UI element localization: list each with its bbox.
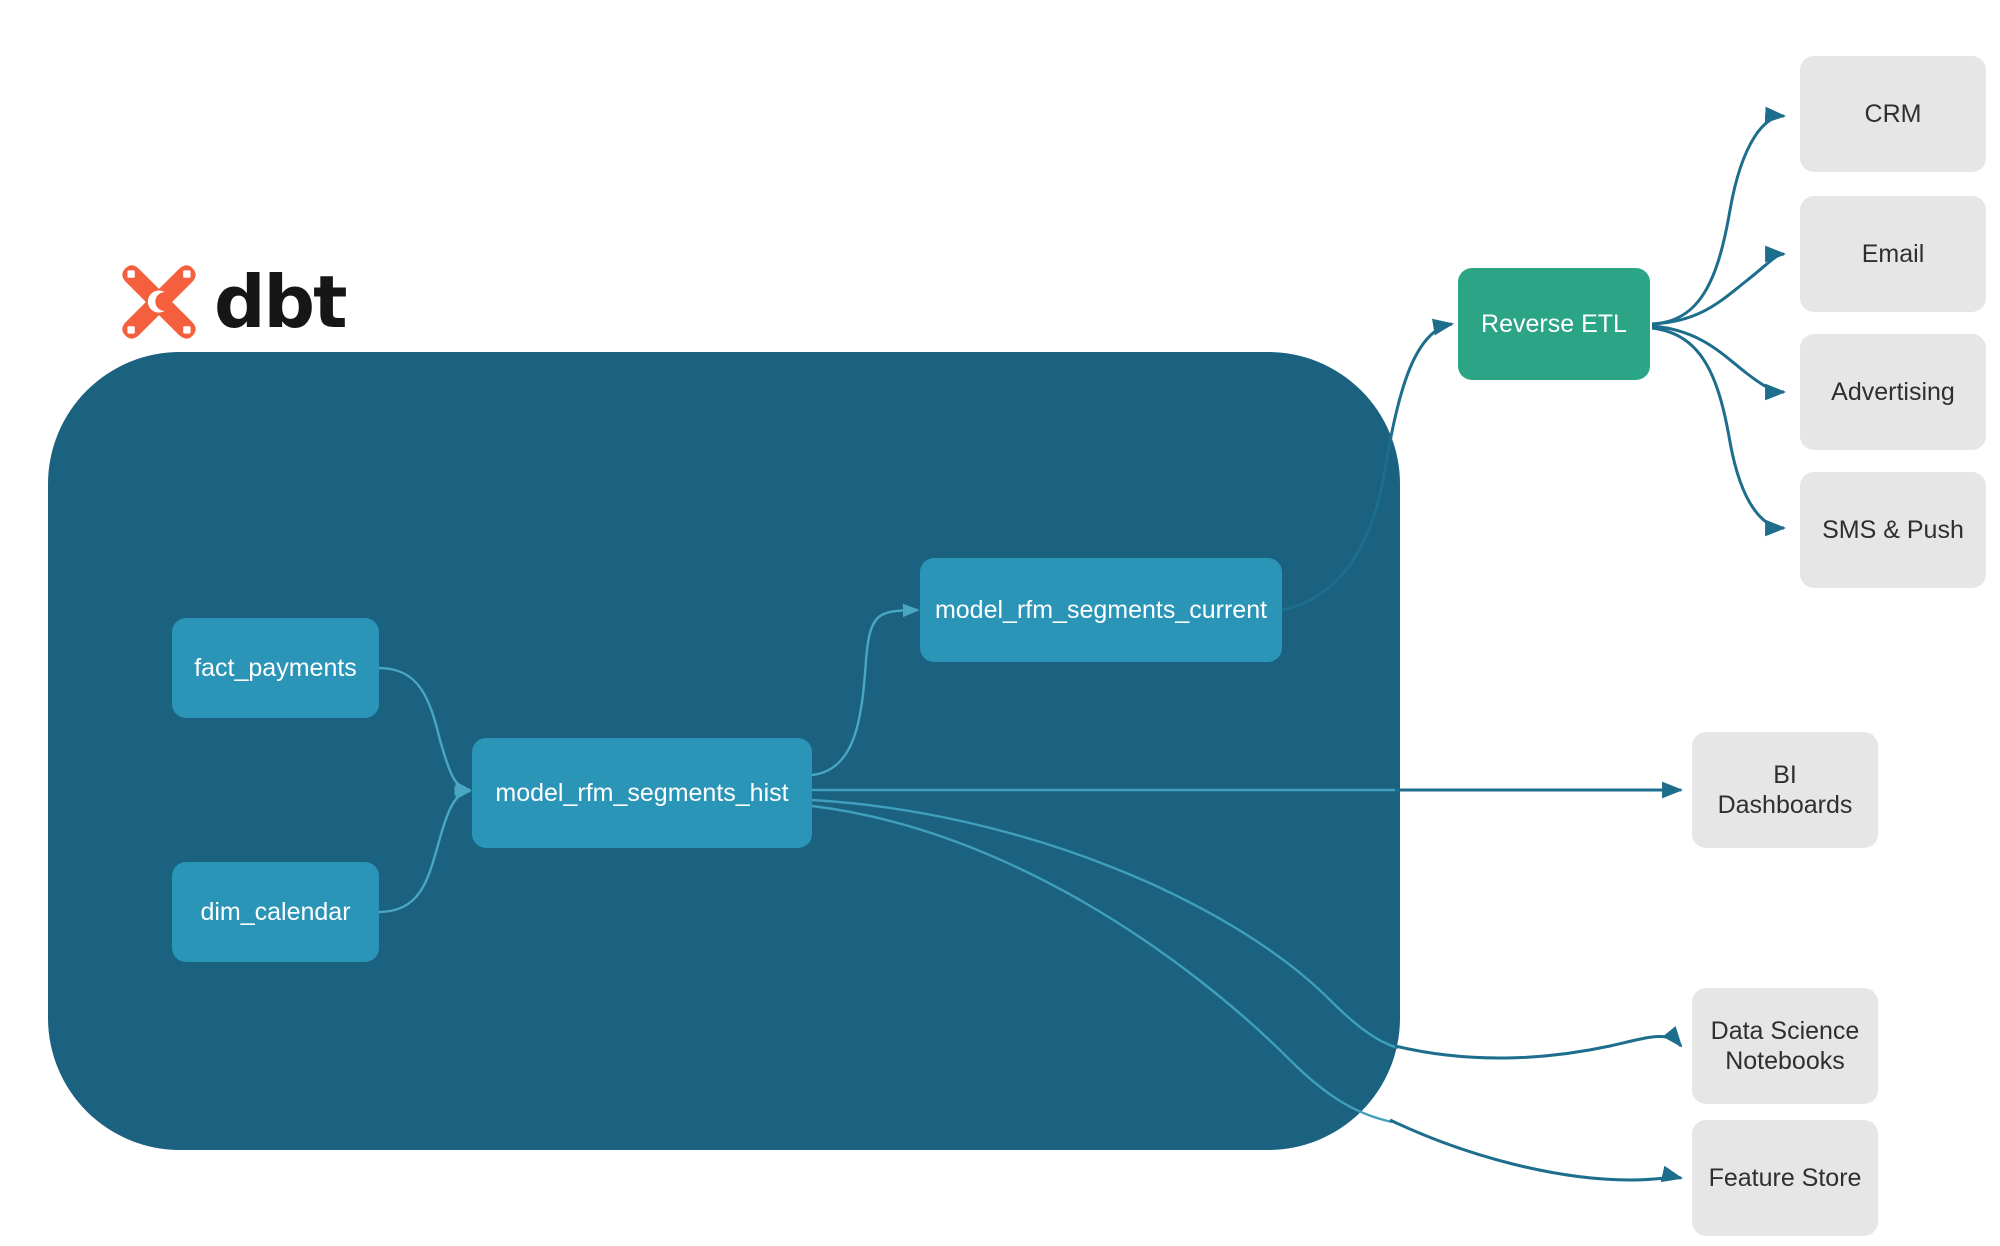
target-node-data-science-notebooks[interactable]: Data Science Notebooks: [1692, 988, 1878, 1104]
reverse-etl-node[interactable]: Reverse ETL: [1458, 268, 1650, 380]
model-node-fact-payments[interactable]: fact_payments: [172, 618, 379, 718]
edge-reverse-etl-to-advertising: [1651, 324, 1787, 401]
target-node-sms-push[interactable]: SMS & Push: [1800, 472, 1986, 588]
model-label: fact_payments: [194, 653, 357, 682]
target-label: Feature Store: [1708, 1163, 1862, 1192]
model-label: dim_calendar: [200, 897, 351, 926]
edge-reverse-etl-to-sms-push: [1651, 326, 1787, 537]
target-node-crm[interactable]: CRM: [1800, 56, 1986, 172]
target-label: Data Science Notebooks: [1711, 1016, 1860, 1077]
edge-reverse-etl-to-crm: [1651, 106, 1787, 326]
target-node-email[interactable]: Email: [1800, 196, 1986, 312]
edge-reverse-etl-to-email: [1651, 245, 1787, 326]
dbt-x-mark-icon: [122, 265, 196, 339]
reverse-etl-label: Reverse ETL: [1481, 309, 1627, 338]
dbt-wordmark: dbt: [214, 260, 347, 344]
model-label: model_rfm_segments_current: [934, 595, 1268, 624]
edge-hist-to-feature-store: [1389, 1118, 1684, 1183]
edge-hist-to-data-science-notebooks: [1394, 1026, 1683, 1060]
model-label: model_rfm_segments_hist: [495, 778, 789, 807]
target-label-line2: Notebooks: [1725, 1047, 1845, 1075]
target-node-advertising[interactable]: Advertising: [1800, 334, 1986, 450]
model-node-dim-calendar[interactable]: dim_calendar: [172, 862, 379, 962]
target-node-feature-store[interactable]: Feature Store: [1692, 1120, 1878, 1236]
model-node-model-rfm-segments-current[interactable]: model_rfm_segments_current: [920, 558, 1282, 662]
target-label: CRM: [1864, 99, 1922, 128]
dbt-logo: dbt: [118, 258, 348, 346]
target-label-line1: Data Science: [1710, 1016, 1860, 1045]
target-node-bi-dashboards[interactable]: BI Dashboards: [1692, 732, 1878, 848]
target-label: SMS & Push: [1822, 515, 1964, 544]
target-label: Advertising: [1831, 377, 1955, 406]
model-node-model-rfm-segments-hist[interactable]: model_rfm_segments_hist: [472, 738, 812, 848]
target-label: Email: [1861, 239, 1925, 268]
target-label: BI Dashboards: [1717, 760, 1853, 820]
